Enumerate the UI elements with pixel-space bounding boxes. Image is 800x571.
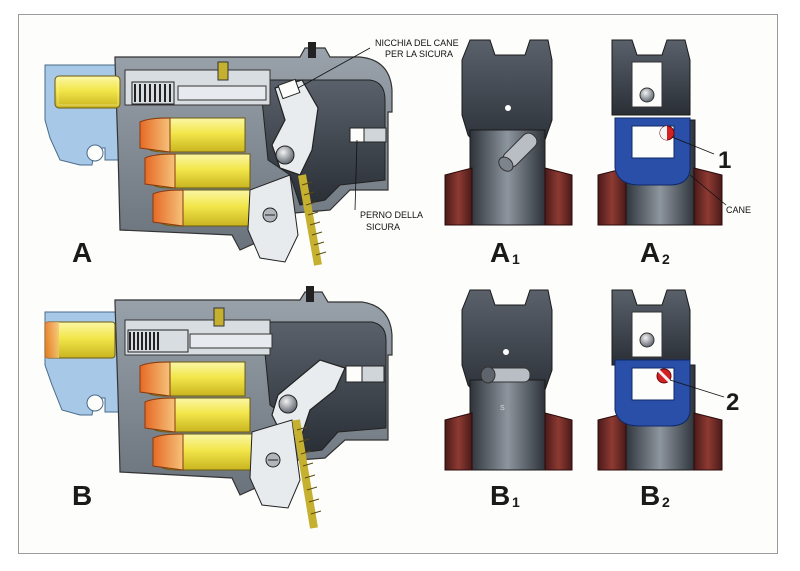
annotation-labels: NICCHIA DEL CANE PER LA SICURA PERNO DEL… [360, 38, 751, 416]
magazine-cartridges-a [139, 117, 253, 227]
panel-label-a2-sub: 2 [662, 251, 670, 267]
label-perno-line1: PERNO DELLA [360, 210, 423, 220]
side-view-b [44, 286, 393, 529]
panel-label-a1: A [490, 237, 510, 268]
side-view-a [44, 42, 393, 266]
panel-label-b2: B [640, 480, 660, 511]
label-nicchia-line1: NICCHIA DEL CANE [375, 38, 459, 48]
rear-view-a2 [597, 39, 727, 226]
panel-label-b: B [72, 480, 92, 511]
panel-label-b1: B [490, 480, 510, 511]
panel-labels: A A 1 A 2 B B 1 B 2 [72, 237, 670, 511]
label-nicchia-line2: PER LA SICURA [385, 49, 453, 59]
label-perno-line2: SICURA [366, 222, 400, 232]
svg-text:S: S [500, 405, 505, 412]
label-cane: CANE [726, 205, 751, 215]
rear-view-b2 [597, 289, 725, 471]
rear-view-b1: S [444, 289, 573, 471]
panel-label-a2: A [640, 237, 660, 268]
callout-1: 1 [718, 147, 731, 174]
magazine-cartridges-b [139, 361, 253, 471]
panel-label-a: A [72, 237, 92, 268]
panel-label-b1-sub: 1 [512, 494, 520, 510]
rear-view-a1 [444, 39, 573, 226]
callout-2: 2 [726, 389, 739, 416]
panel-label-a1-sub: 1 [512, 251, 520, 267]
panel-label-b2-sub: 2 [662, 494, 670, 510]
